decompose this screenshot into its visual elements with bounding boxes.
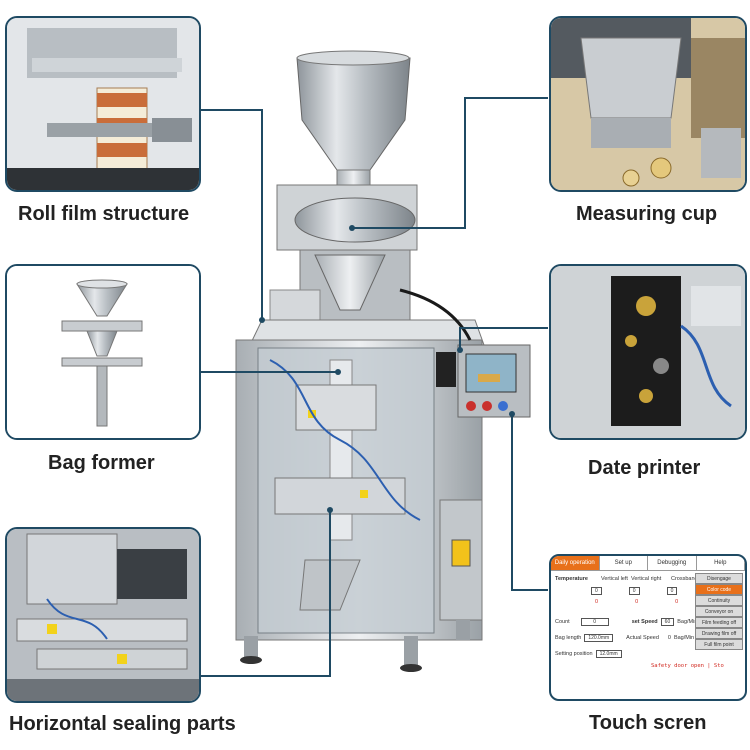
measuring-cup-icon	[551, 18, 745, 190]
bag-former-photo	[5, 264, 201, 440]
ts-setting-position-row: Setting position 12.0mm	[555, 650, 622, 658]
ts-count-label: Count	[555, 619, 570, 625]
date-printer-photo	[549, 264, 747, 440]
ts-set-left[interactable]: 0	[591, 587, 602, 595]
ts-tab-help[interactable]: Help	[697, 556, 745, 570]
bag-former-icon	[7, 266, 199, 438]
ts-btn-full-film-point[interactable]: Full film point	[695, 639, 743, 650]
ts-crossband: Crossband	[671, 576, 698, 582]
ts-temperature-label: Temperature	[555, 576, 588, 582]
touch-screen-ui: Daily operation Set up Debugging Help Te…	[549, 554, 747, 701]
ts-set-row: 0 0 0	[591, 587, 678, 595]
ts-vertical-left: Vertical left	[601, 576, 628, 582]
roll-film-label: Roll film structure	[18, 203, 190, 225]
ts-tab-bar: Daily operation Set up Debugging Help	[551, 556, 745, 571]
measuring-cup-photo	[549, 16, 747, 192]
leader-roll-film	[199, 109, 263, 320]
ts-count-value: 0	[580, 618, 609, 626]
ts-tab-daily-operation[interactable]: Daily operation	[551, 556, 600, 570]
roll-film-photo	[5, 16, 201, 192]
leader-dots	[259, 225, 515, 513]
ts-tab-set-up[interactable]: Set up	[600, 556, 648, 570]
ts-actual-cross: 0	[675, 599, 679, 605]
ts-setting-position-value[interactable]: 12.0mm	[595, 650, 622, 658]
control-panel	[436, 344, 531, 418]
ts-btn-color-code[interactable]: Color code	[695, 584, 743, 595]
ts-btn-drawing-film-off[interactable]: Drawing film off	[695, 628, 743, 639]
horizontal-sealing-photo	[5, 527, 201, 703]
ts-setting-position-label: Setting position	[555, 651, 593, 657]
roll-film-icon	[7, 18, 199, 190]
horizontal-sealing-label: Horizontal sealing parts	[9, 713, 236, 735]
ts-btn-conveyor-on[interactable]: Conveyor on	[695, 606, 743, 617]
leader-date-printer	[459, 327, 548, 350]
hopper	[296, 50, 411, 191]
leader-touch-screen	[511, 414, 548, 591]
ts-actual-right: 0	[635, 599, 639, 605]
ts-actual-speed-value: 0	[667, 635, 671, 641]
ts-set-speed-label: set Speed	[631, 619, 658, 625]
date-printer-icon	[551, 266, 745, 438]
leader-lines	[199, 97, 548, 677]
leader-horizontal-sealing	[199, 510, 331, 677]
ts-bag-length-row: Bag length 120.0mm Actual Speed 0 Bag/Mi…	[555, 634, 694, 642]
ts-set-cross[interactable]: 0	[666, 587, 678, 595]
measuring-cup-label: Measuring cup	[576, 203, 718, 225]
date-printer-label: Date printer	[588, 457, 701, 479]
ts-set-right[interactable]: 0	[628, 587, 640, 595]
machine-body	[235, 288, 485, 672]
ts-speed-unit: Bag/Min	[677, 619, 698, 625]
ts-bag-length-label: Bag length	[555, 635, 582, 641]
ts-tab-debugging[interactable]: Debugging	[648, 556, 697, 570]
ts-actual-row: 0 0 0	[595, 599, 678, 605]
ts-actual-speed-unit: Bag/Min	[673, 635, 695, 641]
horizontal-sealing-icon	[7, 529, 199, 701]
ts-set-speed-value[interactable]: 60	[660, 618, 675, 626]
measuring-cup-assembly	[269, 184, 418, 326]
ts-status-text: Safety door open | Sto	[651, 663, 724, 669]
ts-actual-speed-label: Actual Speed	[626, 635, 659, 641]
bag-former-label: Bag former	[48, 452, 155, 474]
ts-btn-continuity[interactable]: Continuity	[695, 595, 743, 606]
ts-btn-disengage[interactable]: Disengage	[695, 573, 743, 584]
touch-screen-label: Touch scren	[589, 712, 707, 734]
ts-vertical-right: Vertical right	[631, 576, 662, 582]
leader-measuring-cup	[352, 97, 548, 229]
ts-bag-length-value[interactable]: 120.0mm	[584, 634, 614, 642]
ts-btn-film-feeding-off[interactable]: Film feeding off	[695, 617, 743, 628]
ts-actual-left: 0	[595, 599, 599, 605]
ts-count-row: Count 0 set Speed 60 Bag/Min	[555, 618, 697, 626]
